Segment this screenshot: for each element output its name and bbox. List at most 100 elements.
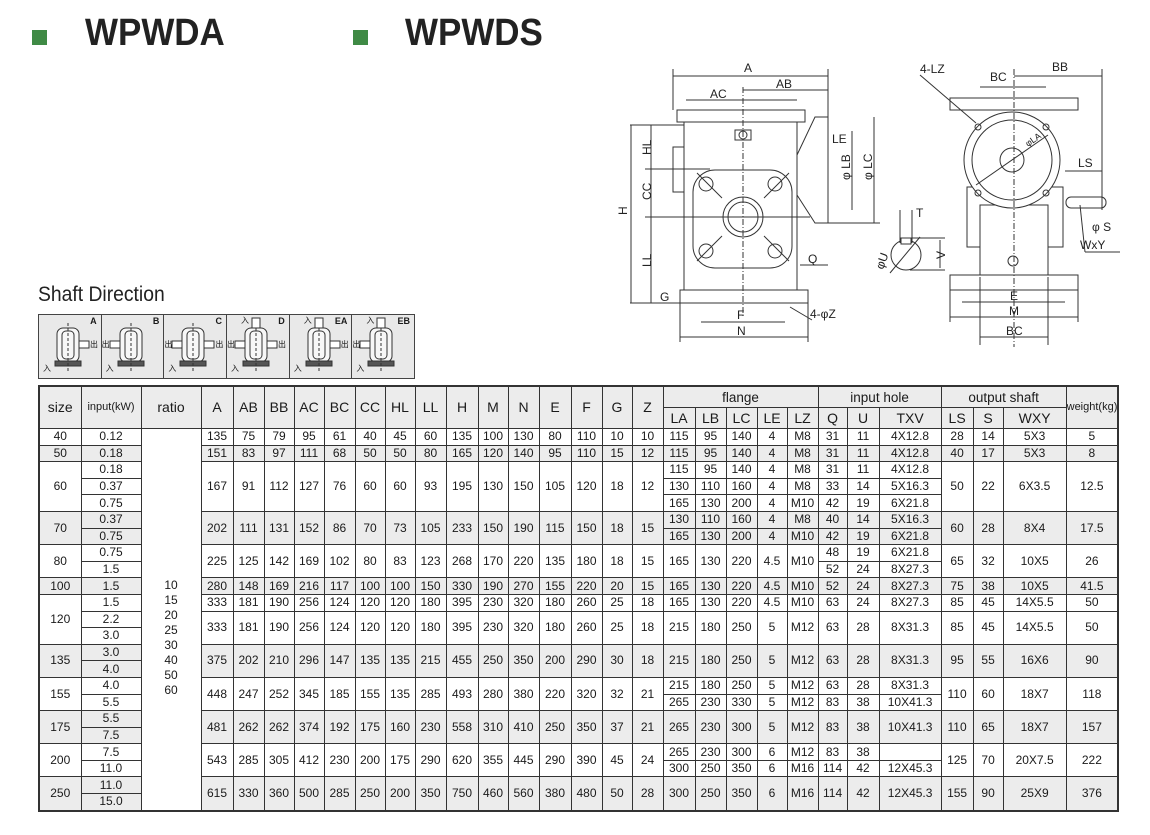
value-cell: 15 <box>631 544 664 579</box>
value-cell: 86 <box>323 510 356 546</box>
value-cell: 140 <box>725 461 758 479</box>
dim-label-4-z: 4-φZ <box>810 307 836 321</box>
column-header: ratio <box>140 385 202 429</box>
shaft-direction-label: EB <box>397 316 411 326</box>
size-cell: 70 <box>38 510 82 546</box>
value-cell: 11 <box>846 444 880 463</box>
value-cell: 8X27.3 <box>878 560 942 579</box>
value-cell: 5 <box>756 643 788 678</box>
column-header: WXY <box>1002 407 1067 429</box>
value-cell: 11 <box>846 428 880 446</box>
value-cell: 18 <box>631 643 664 678</box>
value-cell: 38 <box>846 743 880 761</box>
value-cell: 25X9 <box>1002 776 1067 812</box>
value-cell: 6 <box>756 759 788 778</box>
value-cell: 95 <box>694 444 727 463</box>
value-cell: 33 <box>817 477 848 496</box>
value-cell: 118 <box>1065 676 1119 712</box>
value-cell: 8X4 <box>1002 510 1067 546</box>
value-cell: M8 <box>786 510 819 529</box>
value-cell: 14 <box>846 510 880 529</box>
value-cell: 50 <box>354 444 386 463</box>
value-cell: M16 <box>786 776 819 812</box>
value-cell: 120 <box>477 444 509 463</box>
value-cell: 147 <box>323 643 356 678</box>
input-kw-cell: 0.18 <box>80 444 142 463</box>
input-kw-cell: 1.5 <box>80 593 142 612</box>
size-cell: 80 <box>38 544 82 579</box>
value-cell: 165 <box>662 527 696 546</box>
value-cell: 190 <box>507 510 540 546</box>
value-cell: 15 <box>631 577 664 595</box>
value-cell: 21 <box>631 676 664 712</box>
value-cell: 5 <box>756 610 788 645</box>
input-kw-cell: 3.0 <box>80 627 142 645</box>
value-cell: 4X12.8 <box>878 428 942 446</box>
value-cell: 50 <box>940 461 974 512</box>
value-cell: 42 <box>846 759 880 778</box>
value-cell: 247 <box>232 676 265 712</box>
value-cell: M12 <box>786 676 819 695</box>
value-cell: M8 <box>786 461 819 479</box>
value-cell: 12 <box>631 444 664 463</box>
value-cell: 31 <box>817 444 848 463</box>
value-cell: 83 <box>817 710 848 745</box>
ratio-value: 60 <box>164 683 178 697</box>
size-cell: 120 <box>38 593 82 645</box>
column-header: Z <box>631 385 664 429</box>
input-kw-cell: 11.0 <box>80 759 142 778</box>
size-cell: 135 <box>38 643 82 678</box>
value-cell: 180 <box>414 593 447 612</box>
value-cell: 285 <box>232 743 265 778</box>
value-cell: 73 <box>384 510 416 546</box>
value-cell: 4X12.8 <box>878 461 942 479</box>
value-cell: 125 <box>940 743 974 778</box>
column-header: LE <box>756 407 788 429</box>
value-cell: 79 <box>263 428 295 446</box>
output-glyph: 出 <box>227 340 236 349</box>
value-cell: 115 <box>538 510 572 546</box>
value-cell: 14 <box>972 428 1004 446</box>
column-header: S <box>972 407 1004 429</box>
value-cell: 97 <box>263 444 295 463</box>
value-cell: 220 <box>570 577 603 595</box>
value-cell: 330 <box>445 577 479 595</box>
shaft-direction-title: Shaft Direction <box>38 283 165 306</box>
keyway-detail <box>889 210 945 274</box>
value-cell: 20 <box>601 577 633 595</box>
value-cell: 300 <box>725 710 758 745</box>
value-cell: 120 <box>354 593 386 612</box>
value-cell: 230 <box>694 710 727 745</box>
value-cell: 130 <box>662 477 696 496</box>
value-cell: 6 <box>756 743 788 761</box>
value-cell: 10X5 <box>1002 577 1067 595</box>
ratio-value: 20 <box>164 608 178 622</box>
value-cell: 131 <box>263 510 295 546</box>
value-cell: 95 <box>538 444 572 463</box>
value-cell: 31 <box>817 461 848 479</box>
value-cell: 130 <box>477 461 509 512</box>
value-cell: 130 <box>507 428 540 446</box>
column-header: input(kW) <box>80 385 142 429</box>
column-header: HL <box>384 385 416 429</box>
dim-label-bb: BB <box>1052 60 1068 74</box>
column-header: weight(kg) <box>1065 385 1119 429</box>
column-header: LC <box>725 407 758 429</box>
value-cell: 60 <box>972 676 1004 712</box>
value-cell: 185 <box>323 676 356 712</box>
shaft-direction-label: EA <box>334 316 348 326</box>
value-cell: 110 <box>570 428 603 446</box>
value-cell: 90 <box>1065 643 1119 678</box>
column-header: LL <box>414 385 447 429</box>
value-cell: 38 <box>846 710 880 745</box>
value-cell: 380 <box>538 776 572 812</box>
value-cell: 481 <box>200 710 234 745</box>
value-cell: 135 <box>384 643 416 678</box>
value-cell: 8X31.3 <box>878 676 942 695</box>
value-cell: 215 <box>662 643 696 678</box>
